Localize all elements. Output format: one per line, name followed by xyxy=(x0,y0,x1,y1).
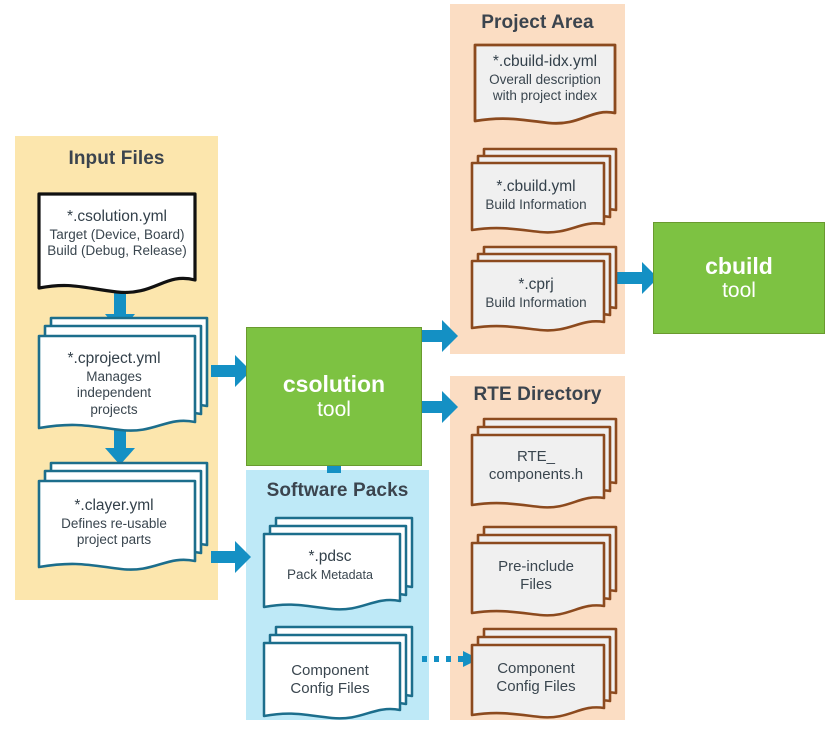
document-rte-components-h[interactable]: RTE_ components.h xyxy=(470,416,618,509)
tool-csolution-name: csolution xyxy=(282,371,386,398)
connector-cprj-to-cbuild-tool xyxy=(614,262,658,294)
document-pre-include-files[interactable]: Pre-include Files xyxy=(470,524,618,617)
connector-clayer-to-software-packs xyxy=(211,541,251,573)
connector-csolution-tool-to-project-area xyxy=(418,320,458,352)
document-packs-component-config-files[interactable]: Component Config Files xyxy=(262,624,414,720)
document-cproject-yml[interactable]: *.cproject.yml Manages independent proje… xyxy=(37,314,209,436)
connector-cproject-to-clayer xyxy=(105,425,135,465)
document-cprj[interactable]: *.cprj Build Information xyxy=(470,244,618,332)
panel-project-area-title: Project Area xyxy=(481,12,594,33)
tool-cbuild-kind: tool xyxy=(722,279,756,303)
document-rte-component-config-files[interactable]: Component Config Files xyxy=(470,626,618,719)
tool-box-csolution[interactable]: csolution tool xyxy=(246,327,422,466)
document-cbuild-yml[interactable]: *.cbuild.yml Build Information xyxy=(470,146,618,234)
connector-csolution-tool-to-rte-directory xyxy=(418,391,458,423)
document-clayer-yml[interactable]: *.clayer.yml Defines re-usable project p… xyxy=(37,459,209,575)
tool-csolution-kind: tool xyxy=(317,397,351,421)
panel-software-packs-title: Software Packs xyxy=(266,480,409,501)
document-cbuild-idx-yml[interactable]: *.cbuild-idx.yml Overall description wit… xyxy=(473,43,617,129)
document-csolution-yml[interactable]: *.csolution.yml Target (Device, Board) B… xyxy=(37,192,197,296)
connector-cproject-to-csolution-tool xyxy=(211,355,251,387)
panel-input-files-title: Input Files xyxy=(68,148,165,169)
tool-cbuild-name: cbuild xyxy=(705,252,773,279)
document-pdsc[interactable]: *.pdsc Pack Metadata xyxy=(262,515,414,611)
tool-box-cbuild[interactable]: cbuild tool xyxy=(653,222,825,334)
panel-rte-directory-title: RTE Directory xyxy=(473,384,602,405)
